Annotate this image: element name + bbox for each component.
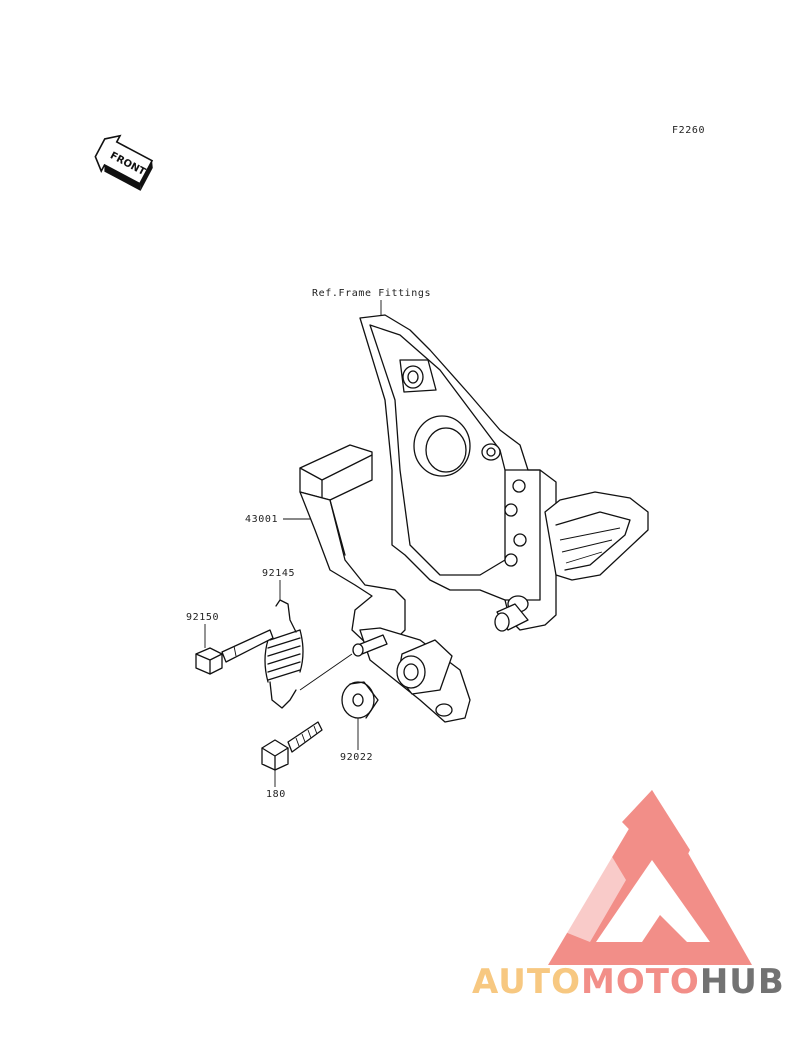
callout-43001: 43001 xyxy=(245,514,278,525)
pin-bolt xyxy=(195,629,274,675)
callout-180: 180 xyxy=(266,789,286,800)
diagram-code: F2260 xyxy=(672,125,705,136)
callout-92022: 92022 xyxy=(340,752,373,763)
hex-bolt xyxy=(261,721,323,771)
callout-92150: 92150 xyxy=(186,612,219,623)
frame-fitting-bracket xyxy=(359,314,649,632)
logo-text-auto: AUTO xyxy=(472,962,581,1002)
automotohub-logo: AUTOMOTOHUB xyxy=(472,790,785,1002)
brake-pedal xyxy=(299,444,471,723)
logo-text-moto: MOTO xyxy=(581,962,700,1002)
callout-92145: 92145 xyxy=(262,568,295,579)
washer xyxy=(341,681,379,719)
front-arrow-icon: FRONT xyxy=(94,134,154,191)
svg-text:AUTOMOTOHUB: AUTOMOTOHUB xyxy=(472,962,785,1002)
return-spring xyxy=(264,599,304,709)
reference-frame-label: Ref.Frame Fittings xyxy=(312,288,431,299)
logo-text-hub: HUB xyxy=(700,962,785,1002)
